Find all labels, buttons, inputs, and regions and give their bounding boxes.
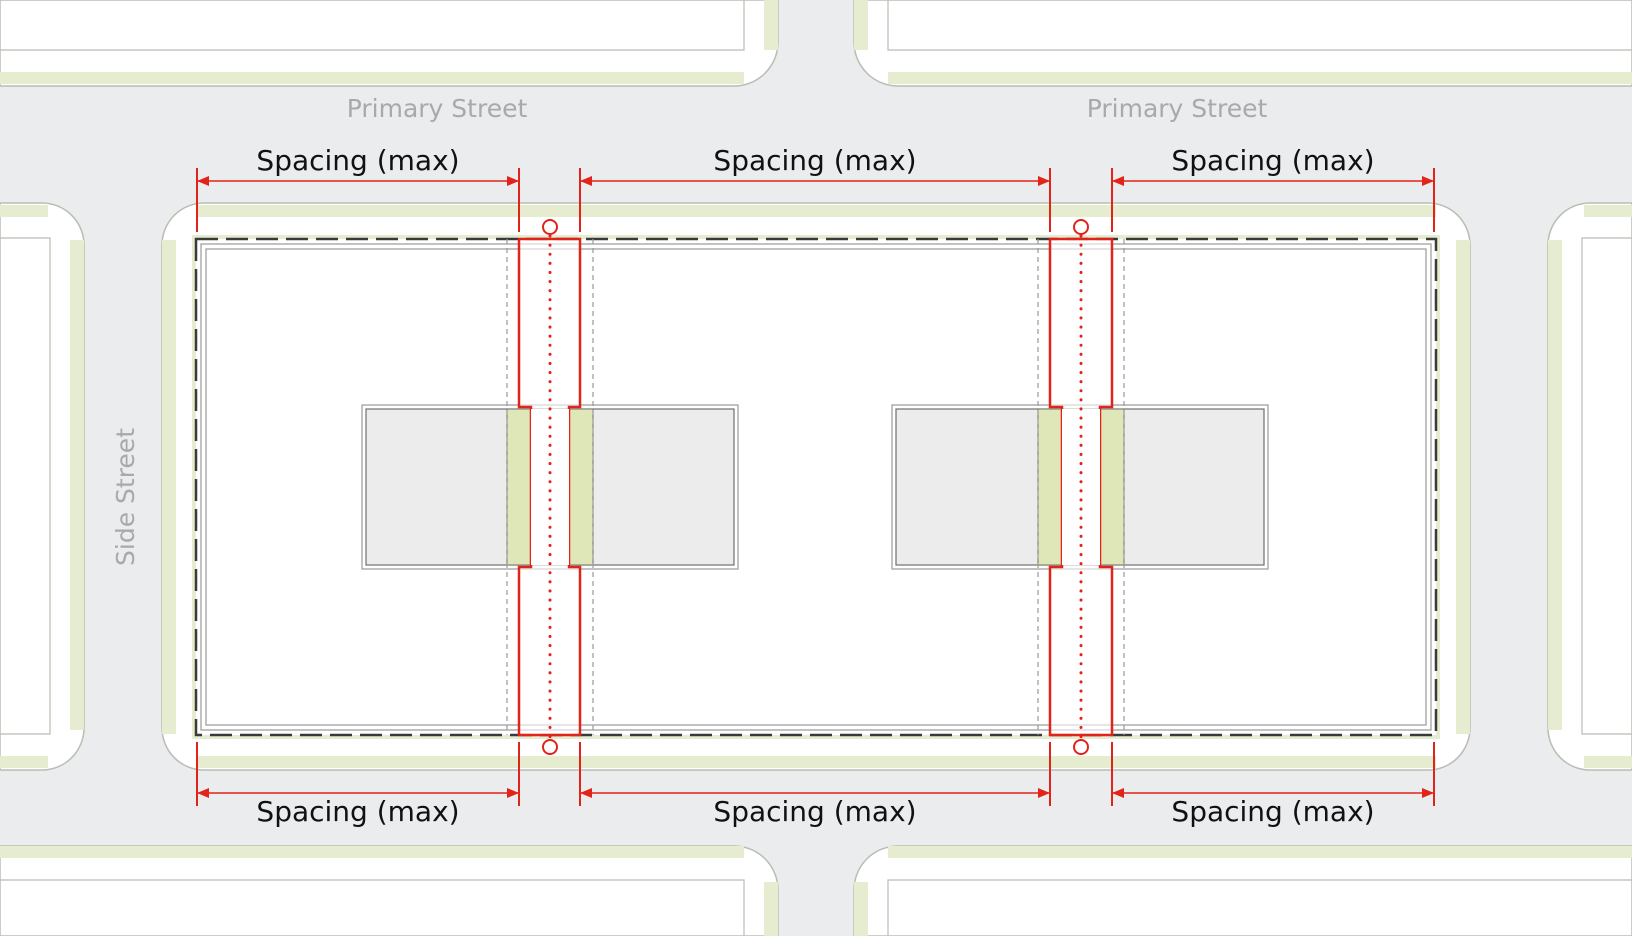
spacing-label-top-3: Spacing (max) [1171, 144, 1374, 177]
mid-block-passage-1 [517, 219, 582, 755]
planting-strip-top [196, 205, 1436, 217]
mid-block-passage-2 [1048, 219, 1114, 755]
setback-line-inner [205, 248, 1427, 726]
planting-strip-left [162, 240, 176, 734]
passage-endpoint-1-top [542, 219, 558, 235]
block-top-left [0, 0, 779, 87]
passage-planting-left-a [506, 408, 532, 566]
passage-endpoint-2-top [1073, 219, 1089, 235]
spacing-label-top-2: Spacing (max) [713, 144, 916, 177]
planting-strip-bottom [196, 756, 1436, 768]
block-top-right [853, 0, 1632, 87]
passage-planting-right-a [1037, 408, 1063, 566]
block-bottom-left [0, 845, 779, 936]
side-street-label: Side Street [111, 428, 140, 566]
passage-endpoint-2-bottom [1073, 739, 1089, 755]
passage-guide-lines [506, 239, 1125, 735]
spacing-label-top-1: Spacing (max) [256, 144, 459, 177]
passage-endpoint-1-bottom [542, 739, 558, 755]
spacing-label-bottom-3: Spacing (max) [1171, 795, 1374, 828]
setback-line-outer [200, 243, 1432, 731]
passage-planting-left-b [568, 408, 594, 566]
planting-strip-right [1456, 240, 1470, 734]
primary-street-label-right: Primary Street [1087, 94, 1268, 123]
passage-planting-right-b [1099, 408, 1125, 566]
block-bottom-right [853, 845, 1632, 936]
spacing-label-bottom-2: Spacing (max) [713, 795, 916, 828]
central-block [161, 202, 1471, 771]
block-right [1547, 202, 1632, 771]
block-left [0, 202, 85, 771]
primary-street-label-left: Primary Street [347, 94, 528, 123]
spacing-label-bottom-1: Spacing (max) [256, 795, 459, 828]
